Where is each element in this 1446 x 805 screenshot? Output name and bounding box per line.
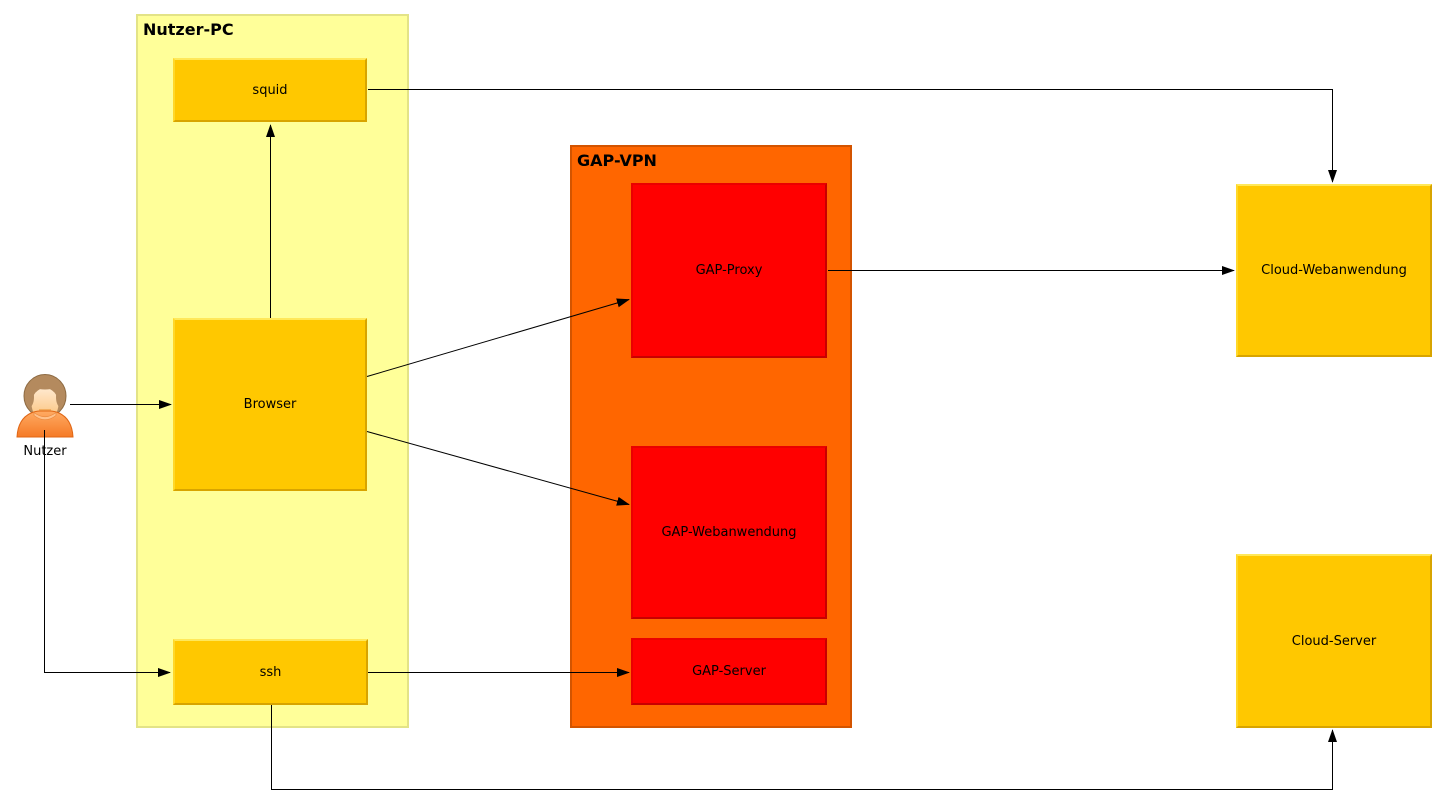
node-gap-proxy[interactable]: GAP-Proxy — [631, 183, 827, 358]
node-gap-webanwendung[interactable]: GAP-Webanwendung — [631, 446, 827, 619]
node-cloud-webanwendung[interactable]: Cloud-Webanwendung — [1236, 184, 1432, 357]
container-gap-vpn-title: GAP-VPN — [577, 151, 657, 170]
node-browser[interactable]: Browser — [173, 318, 367, 491]
actor-nutzer-label: Nutzer — [23, 444, 67, 459]
node-ssh[interactable]: ssh — [173, 639, 368, 705]
user-person-icon[interactable] — [14, 372, 76, 440]
node-squid[interactable]: squid — [173, 58, 367, 122]
node-cloud-server[interactable]: Cloud-Server — [1236, 554, 1432, 728]
node-gap-server[interactable]: GAP-Server — [631, 638, 827, 705]
container-nutzer-pc-title: Nutzer-PC — [143, 20, 234, 39]
